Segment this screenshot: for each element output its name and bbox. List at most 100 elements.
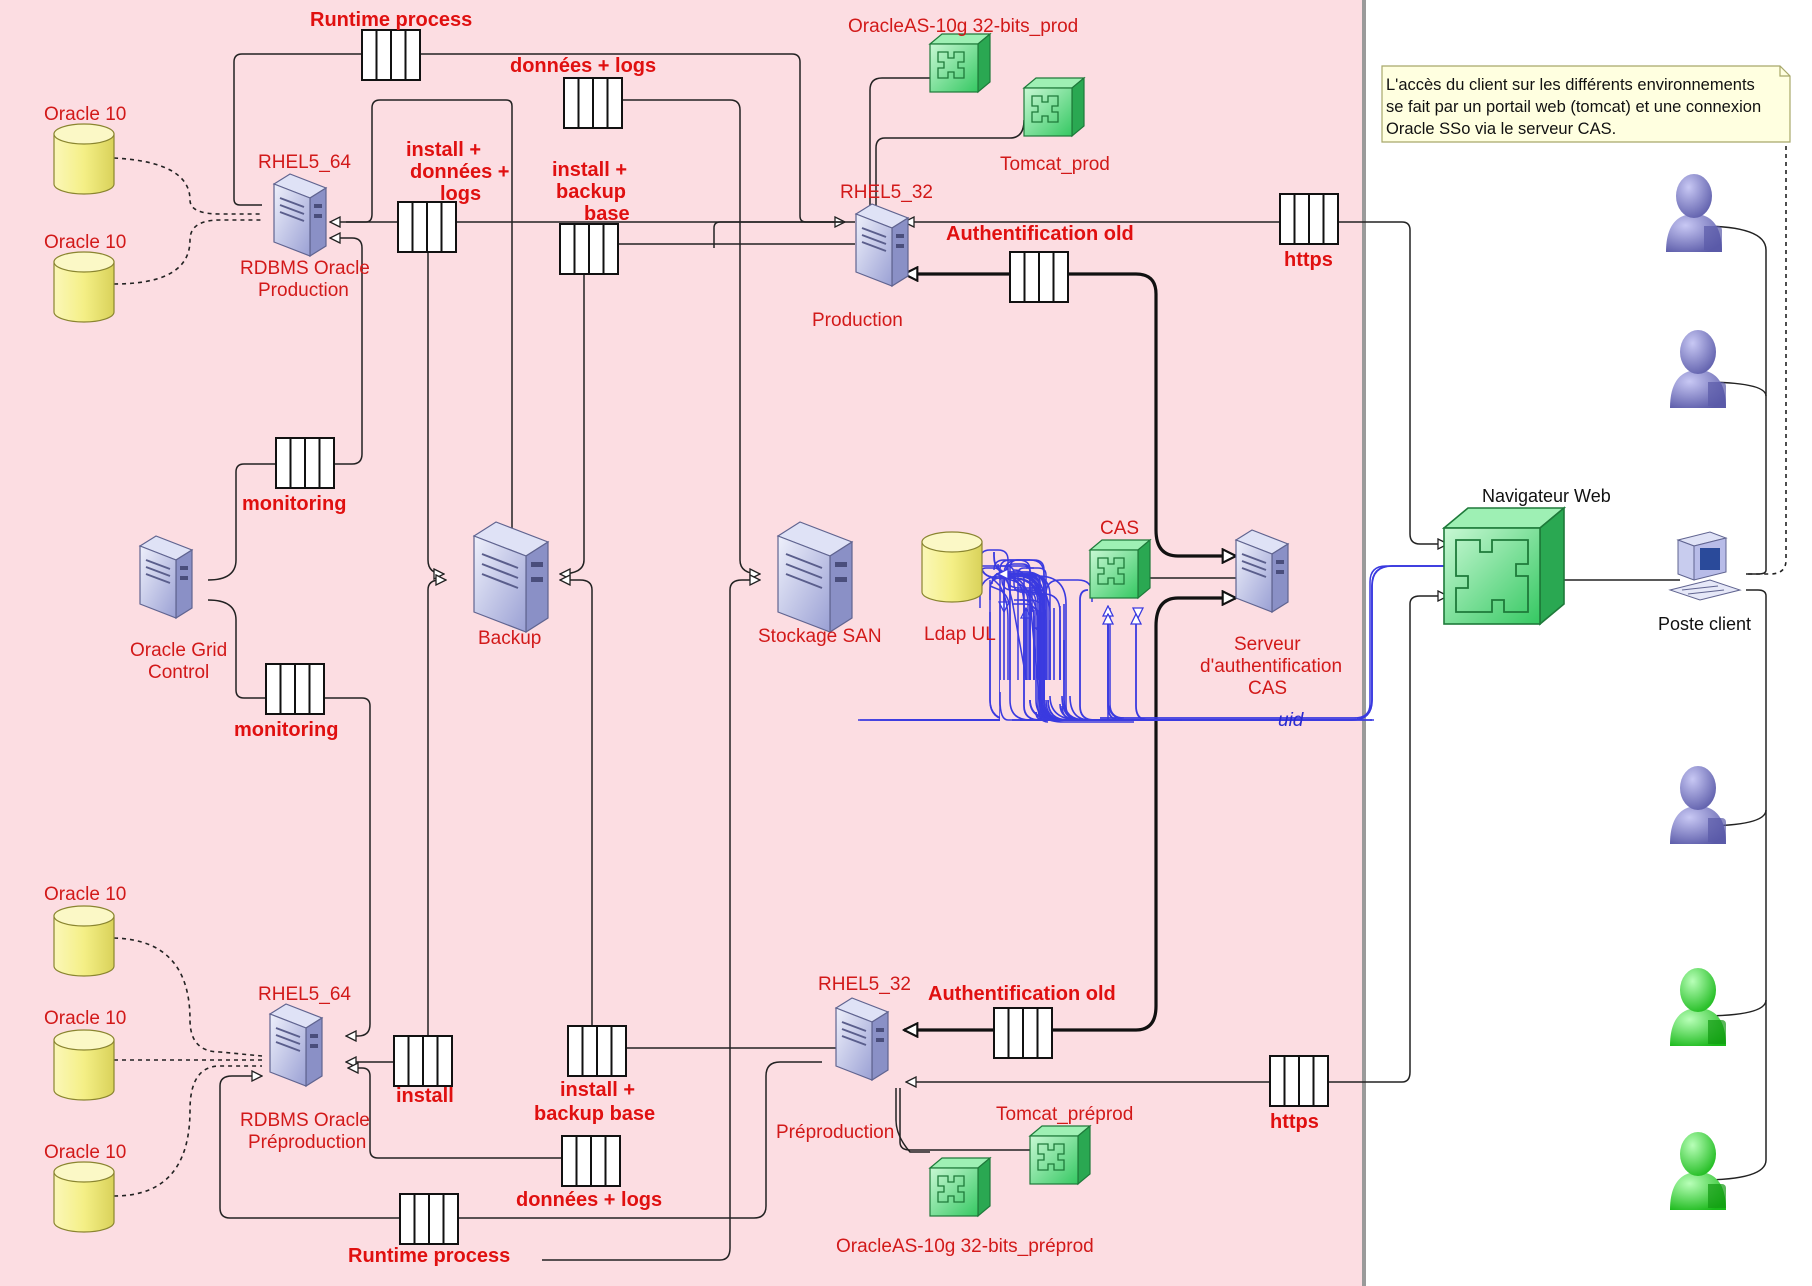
rdbms-prod-top-label: RHEL5_64 bbox=[258, 152, 351, 173]
queue-monitoring-2 bbox=[265, 663, 325, 715]
tomcat-prod-app-icon bbox=[1023, 77, 1085, 137]
app-preprod-top-label: RHEL5_32 bbox=[818, 974, 911, 995]
queue-https-preprod bbox=[1269, 1055, 1329, 1107]
cas-app-icon bbox=[1089, 539, 1151, 599]
app-prod-top-label: RHEL5_32 bbox=[840, 182, 933, 203]
tomcat-preprod-app-icon bbox=[1029, 1125, 1091, 1185]
queue-auth-preprod bbox=[993, 1007, 1053, 1059]
app-prod-server-icon bbox=[855, 203, 909, 287]
grid-line1: Oracle Grid bbox=[130, 640, 227, 661]
flow-install-dl-line1: install + bbox=[406, 139, 481, 161]
flow-install-bb-line3: base bbox=[584, 203, 630, 225]
cas-server-line1: Serveur bbox=[1234, 634, 1301, 655]
cas-server-line3: CAS bbox=[1248, 678, 1287, 699]
flow-uid-label: uid bbox=[1278, 710, 1305, 731]
ldap-label: Ldap UL bbox=[924, 624, 996, 645]
flow-monitoring-2-label: monitoring bbox=[234, 719, 338, 741]
oas-preprod-label: OracleAS-10g 32-bits_préprod bbox=[836, 1236, 1094, 1257]
db-prod-2-icon bbox=[53, 251, 115, 323]
flow-install-preprod-label: install bbox=[396, 1085, 454, 1107]
flow-install-bb-preprod-line2: backup base bbox=[534, 1103, 655, 1125]
queue-install-donnees-logs bbox=[397, 201, 457, 253]
flow-install-dl-line3: logs bbox=[440, 183, 481, 205]
app-preprod-server-icon bbox=[835, 997, 889, 1081]
flow-https-prod-label: https bbox=[1284, 249, 1333, 271]
db-preprod-1-label: Oracle 10 bbox=[44, 884, 126, 905]
flow-auth-preprod-label: Authentification old bbox=[928, 983, 1116, 1005]
queue-install-backup bbox=[559, 223, 619, 275]
flow-monitoring-1-label: monitoring bbox=[242, 493, 346, 515]
flow-auth-prod-label: Authentification old bbox=[946, 223, 1134, 245]
db-preprod-3-icon bbox=[53, 1161, 115, 1233]
note-line-2: se fait par un portail web (tomcat) et u… bbox=[1386, 98, 1761, 116]
queue-donnees-logs-bottom bbox=[561, 1135, 621, 1187]
queue-runtime-top bbox=[361, 29, 421, 81]
cas-server-line2: d'authentification bbox=[1200, 656, 1342, 677]
rdbms-preprod-server-icon bbox=[269, 1003, 323, 1087]
queue-monitoring-1 bbox=[275, 437, 335, 489]
flow-install-bb-preprod-line1: install + bbox=[560, 1079, 635, 1101]
rdbms-prod-server-icon bbox=[273, 173, 327, 257]
browser-label: Navigateur Web bbox=[1482, 486, 1611, 506]
db-preprod-3-label: Oracle 10 bbox=[44, 1142, 126, 1163]
flow-runtime-bottom-label: Runtime process bbox=[348, 1245, 510, 1267]
flow-donnees-logs-bottom-label: données + logs bbox=[516, 1189, 662, 1211]
workstation-label: Poste client bbox=[1658, 614, 1751, 634]
flow-install-bb-line1: install + bbox=[552, 159, 627, 181]
queue-donnees-logs-top bbox=[563, 77, 623, 129]
flow-https-preprod-label: https bbox=[1270, 1111, 1319, 1133]
flow-install-dl-line2: données + bbox=[410, 161, 509, 183]
app-prod-bottom-label: Production bbox=[812, 310, 903, 331]
backup-server-icon bbox=[473, 521, 549, 633]
db-prod-1-label: Oracle 10 bbox=[44, 104, 126, 125]
grid-line2: Control bbox=[148, 662, 209, 683]
user-3-icon bbox=[1670, 766, 1726, 844]
rdbms-prod-line2: Production bbox=[258, 280, 349, 301]
san-server-icon bbox=[777, 521, 853, 633]
flow-runtime-top-label: Runtime process bbox=[310, 9, 472, 31]
tomcat-preprod-label: Tomcat_préprod bbox=[996, 1104, 1133, 1125]
san-label: Stockage SAN bbox=[758, 626, 882, 647]
rdbms-preprod-line1: RDBMS Oracle bbox=[240, 1110, 370, 1131]
db-preprod-2-label: Oracle 10 bbox=[44, 1008, 126, 1029]
queue-install-backup-preprod bbox=[567, 1025, 627, 1077]
user-2-icon bbox=[1670, 330, 1726, 408]
info-note: L'accès du client sur les différents env… bbox=[1381, 65, 1791, 143]
backup-label: Backup bbox=[478, 628, 541, 649]
dotted-links bbox=[113, 87, 1787, 1197]
app-preprod-bottom-label: Préproduction bbox=[776, 1122, 894, 1143]
user-4-icon bbox=[1670, 968, 1726, 1046]
rdbms-prod-line1: RDBMS Oracle bbox=[240, 258, 370, 279]
connectors bbox=[207, 53, 1767, 1261]
oas-prod-label: OracleAS-10g 32-bits_prod bbox=[848, 16, 1078, 37]
flow-install-bb-line2: backup bbox=[556, 181, 626, 203]
workstation-icon bbox=[1668, 531, 1742, 601]
tomcat-prod-label: Tomcat_prod bbox=[1000, 154, 1110, 175]
user-5-icon bbox=[1670, 1132, 1726, 1210]
queue-auth-prod bbox=[1009, 251, 1069, 303]
user-1-icon bbox=[1666, 174, 1722, 252]
queue-https-prod bbox=[1279, 193, 1339, 245]
browser-icon bbox=[1441, 506, 1567, 626]
grid-server-icon bbox=[139, 535, 193, 619]
db-prod-1-icon bbox=[53, 123, 115, 195]
ldap-db-icon bbox=[921, 531, 983, 603]
nodes bbox=[53, 33, 1742, 1233]
db-preprod-2-icon bbox=[53, 1029, 115, 1101]
flow-donnees-logs-top-label: données + logs bbox=[510, 55, 656, 77]
db-preprod-1-icon bbox=[53, 905, 115, 977]
rdbms-preprod-line2: Préproduction bbox=[248, 1132, 366, 1153]
labels: Oracle 10 Oracle 10 Oracle 10 Oracle 10 … bbox=[44, 9, 1751, 1267]
queue-install-preprod bbox=[393, 1035, 453, 1087]
queue-runtime-bottom bbox=[399, 1193, 459, 1245]
db-prod-2-label: Oracle 10 bbox=[44, 232, 126, 253]
rdbms-preprod-top-label: RHEL5_64 bbox=[258, 984, 351, 1005]
cas-app-label: CAS bbox=[1100, 518, 1139, 539]
note-line-1: L'accès du client sur les différents env… bbox=[1386, 76, 1755, 94]
note-line-3: Oracle SSo via le serveur CAS. bbox=[1386, 120, 1616, 138]
oas-prod-app-icon bbox=[929, 33, 991, 93]
oas-preprod-app-icon bbox=[929, 1157, 991, 1217]
cas-server-icon bbox=[1235, 529, 1289, 613]
